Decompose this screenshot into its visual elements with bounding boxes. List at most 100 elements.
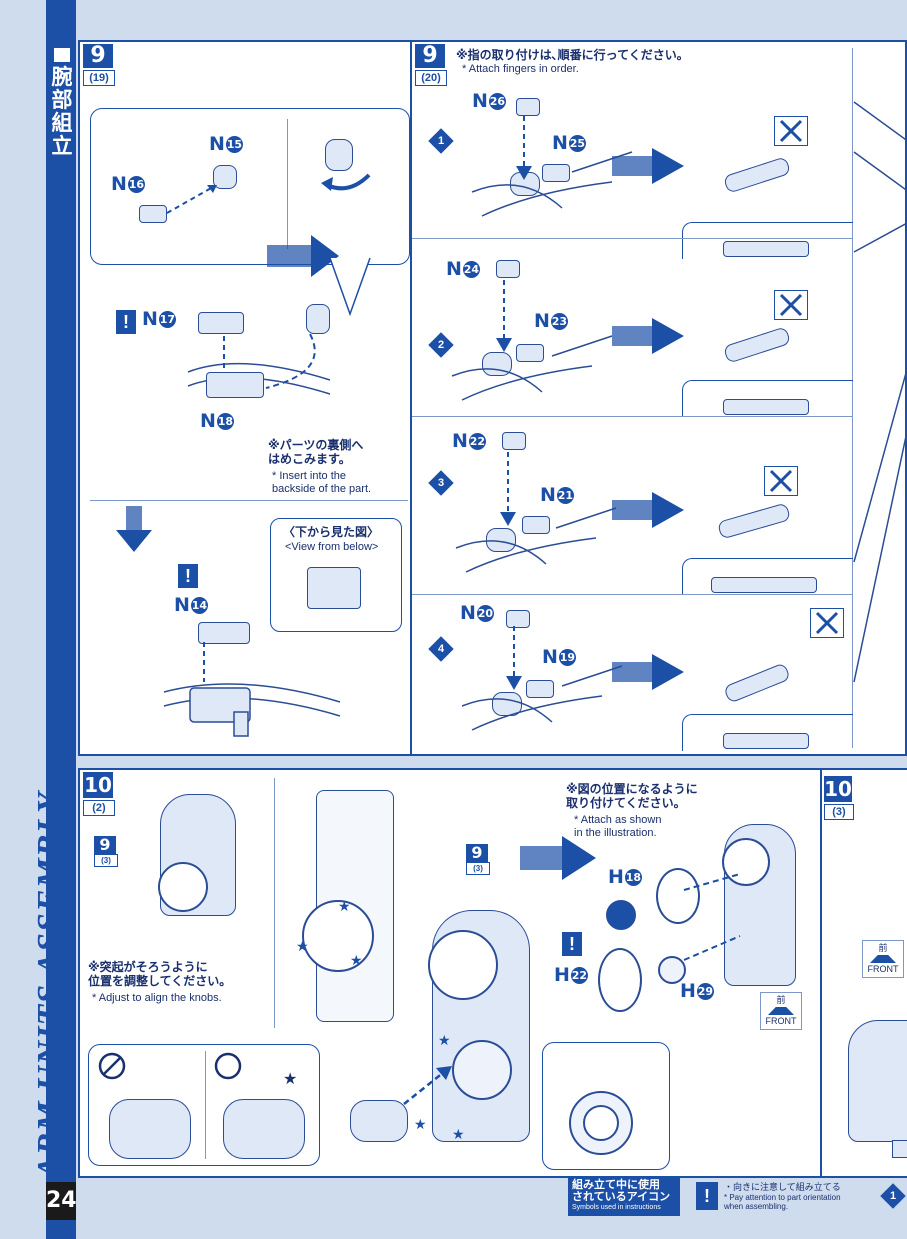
finger-part bbox=[496, 260, 520, 278]
ring-h18 bbox=[656, 868, 700, 924]
order-badge: 1 bbox=[428, 128, 454, 154]
step-arrow-icon bbox=[520, 836, 596, 880]
bottom-view-part bbox=[307, 567, 361, 609]
front-badge: 前 FRONT bbox=[760, 992, 802, 1030]
ref-step-sub: (3) bbox=[94, 854, 118, 867]
upper-arm-socket bbox=[428, 930, 498, 1000]
align-note-jp: ※突起がそろうように 位置を調整してください。 bbox=[88, 960, 232, 988]
cutter-icon bbox=[764, 466, 798, 496]
legend-title-en: Symbols used in instructions bbox=[572, 1204, 661, 1211]
finger-note-en: * Attach fingers in order. bbox=[462, 63, 579, 75]
correct-icon bbox=[214, 1052, 242, 1080]
step10-2-panel: 10 (2) 9 (3) ※突起がそろうように 位置を調整してください。 * A… bbox=[78, 768, 822, 1178]
order-legend-icon: 1 bbox=[880, 1183, 906, 1209]
finger-part bbox=[506, 610, 530, 628]
warning-icon: ! bbox=[178, 564, 198, 588]
side-view-part bbox=[723, 399, 809, 415]
detail-inner-ring bbox=[583, 1105, 619, 1141]
attach-note-en: * Attach as shown in the illustration. bbox=[574, 814, 662, 839]
legend-icon1-en: * Pay attention to part orientation when… bbox=[724, 1193, 841, 1211]
callout-pointer bbox=[329, 257, 371, 317]
socket-ring bbox=[158, 862, 208, 912]
cutter-icon bbox=[774, 116, 808, 146]
part-insert-icon bbox=[306, 304, 330, 334]
front-arrow-icon bbox=[870, 955, 896, 963]
step10-3-panel: 10 (3) 前 FRONT bbox=[820, 768, 907, 1178]
ref-step-badge: 9 (3) bbox=[94, 836, 118, 867]
vertical-section-title: ARM UNITS ASSEMBLY bbox=[31, 791, 68, 1179]
star-mark-icon: ★ bbox=[296, 938, 309, 954]
part-n14-icon bbox=[198, 622, 250, 644]
section-marker-icon bbox=[54, 48, 70, 62]
finger-part bbox=[526, 680, 554, 698]
legend-icon1-jp: ・向きに注意して組み立てる bbox=[724, 1183, 841, 1193]
front-arrow-icon bbox=[768, 1007, 794, 1015]
step-sub-number: (3) bbox=[824, 804, 854, 820]
star-mark-icon: ★ bbox=[338, 898, 351, 914]
elbow-socket bbox=[722, 838, 770, 886]
side-view-part bbox=[723, 733, 809, 749]
front-en: FRONT bbox=[867, 964, 899, 974]
gear-socket bbox=[302, 900, 374, 972]
symbol-legend: 組み立て中に使用 されているアイコン Symbols used in instr… bbox=[568, 1176, 907, 1216]
side-view-box bbox=[682, 714, 853, 751]
finger-lines bbox=[451, 280, 613, 401]
step-number: 9 bbox=[415, 44, 445, 68]
note-en: * Insert into the backside of the part. bbox=[272, 470, 372, 495]
warning-icon: ! bbox=[696, 1182, 718, 1210]
part-n18-icon bbox=[206, 372, 264, 398]
step-sub-number: (19) bbox=[83, 70, 115, 86]
knob-part bbox=[350, 1100, 408, 1142]
next-arrow-icon bbox=[612, 654, 684, 690]
assembled-finger bbox=[722, 326, 792, 364]
step-number: 9 bbox=[83, 44, 113, 68]
cutter-icon bbox=[810, 608, 844, 638]
legend-icon1-text: ・向きに注意して組み立てる * Pay attention to part or… bbox=[724, 1180, 874, 1211]
small-view-icon bbox=[892, 1140, 907, 1158]
star-mark-icon: ★ bbox=[283, 1071, 298, 1088]
front-jp: 前 bbox=[878, 943, 888, 953]
step-number: 10 bbox=[824, 776, 852, 802]
finger-part bbox=[516, 98, 540, 116]
finger-lines bbox=[471, 116, 633, 217]
star-mark-icon: ★ bbox=[414, 1116, 427, 1132]
finger-lines bbox=[461, 626, 623, 731]
down-arrow-icon bbox=[116, 506, 152, 552]
finger-part bbox=[516, 344, 544, 362]
pin-part bbox=[606, 900, 636, 930]
part-n17-icon bbox=[198, 312, 244, 334]
finger-base bbox=[486, 528, 516, 552]
legend-title-jp: 組み立て中に使用 されているアイコン bbox=[572, 1178, 671, 1203]
sidebar: 腕 部 組 立 bbox=[0, 0, 78, 1239]
detail-callout bbox=[542, 1042, 670, 1170]
side-view-box bbox=[682, 380, 853, 417]
finger-part bbox=[522, 516, 550, 534]
section-char: 組 bbox=[51, 111, 73, 135]
warning-icon: ! bbox=[116, 310, 136, 334]
legend-title-box: 組み立て中に使用 されているアイコン Symbols used in instr… bbox=[568, 1176, 680, 1216]
step-arrow-icon bbox=[267, 235, 339, 277]
view-title-jp: 〈下から見た図〉 bbox=[283, 525, 380, 539]
align-note-en: * Adjust to align the knobs. bbox=[92, 992, 222, 1004]
insert-arrow-icon bbox=[403, 1066, 452, 1105]
step9-20-panel: 9 (20) ※指の取り付けは､順番に行ってください｡ * Attach fin… bbox=[410, 40, 907, 756]
lower-socket bbox=[452, 1040, 512, 1100]
part-turn-icon bbox=[325, 139, 353, 171]
part-n16-icon bbox=[139, 205, 167, 223]
ring-h22 bbox=[598, 948, 642, 1012]
cutter-icon bbox=[774, 290, 808, 320]
side-view-part bbox=[723, 241, 809, 257]
